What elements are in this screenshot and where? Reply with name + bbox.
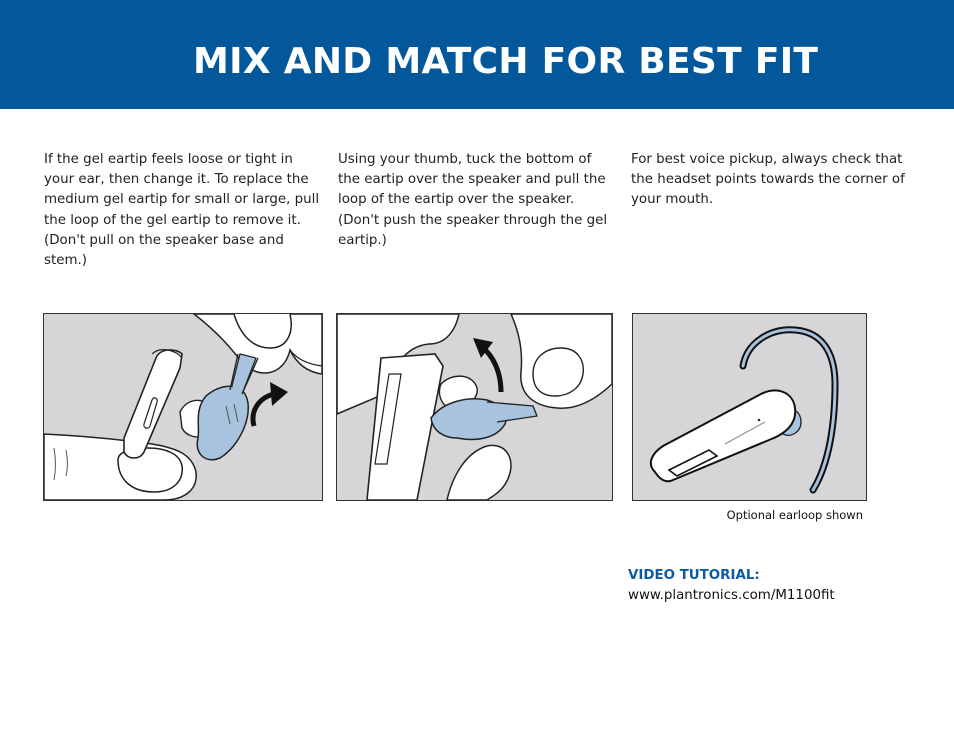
tuck-eartip-illustration	[336, 313, 613, 501]
step-1-paragraph: If the gel eartip feels loose or tight i…	[44, 152, 320, 269]
step-3-paragraph: For best voice pickup, always check that…	[631, 152, 905, 208]
header-banner: MIX AND MATCH FOR BEST FIT	[0, 0, 954, 109]
step-3-text: For best voice pickup, always check that…	[631, 150, 907, 211]
step-1-text: If the gel eartip feels loose or tight i…	[44, 150, 320, 271]
remove-eartip-illustration	[43, 313, 323, 501]
remove-eartip-drawing	[44, 314, 322, 500]
tuck-eartip-drawing	[337, 314, 612, 500]
illustration-caption: Optional earloop shown	[726, 508, 863, 522]
page-title: MIX AND MATCH FOR BEST FIT	[193, 41, 819, 82]
video-tutorial-link[interactable]: www.plantronics.com/M1100fit	[628, 588, 835, 603]
headset-drawing	[649, 326, 839, 494]
video-tutorial-label: VIDEO TUTORIAL:	[628, 568, 760, 583]
headset-earloop-illustration	[632, 313, 867, 501]
step-2-text: Using your thumb, tuck the bottom of the…	[338, 150, 614, 251]
step-2-paragraph: Using your thumb, tuck the bottom of the…	[338, 152, 608, 248]
